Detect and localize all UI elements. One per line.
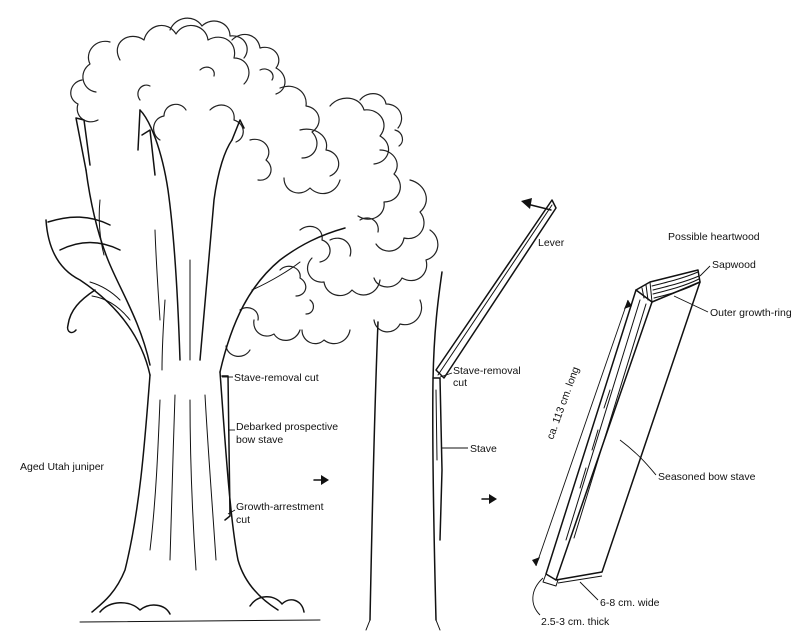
leader-growth-arrestment xyxy=(227,509,236,515)
label-growth-arrestment-cut: cut xyxy=(236,514,250,526)
width-dimension xyxy=(557,575,603,584)
leader-seasoned-bow-stave xyxy=(619,439,657,476)
trunk-with-lever xyxy=(365,198,557,631)
tree-trunk xyxy=(45,109,346,623)
leader-stave-removal xyxy=(439,372,453,378)
label-stave: Stave xyxy=(470,443,497,455)
label-stave-length: ca. 113 cm. long xyxy=(545,365,582,441)
label-possible-heartwood: Possible heartwood xyxy=(668,231,760,243)
length-dimension xyxy=(532,299,632,567)
label-seasoned-bow-stave: Seasoned bow stave xyxy=(658,471,756,483)
label-debarked-prospective: Debarked prospective xyxy=(236,421,338,433)
tree-foliage xyxy=(70,17,439,357)
step-arrow-2 xyxy=(481,494,497,504)
label-sapwood: Sapwood xyxy=(712,259,756,271)
label-growth-arrestment: Growth-arrestment xyxy=(236,501,324,513)
label-stave-width: 6-8 cm. wide xyxy=(600,597,660,609)
label-lever: Lever xyxy=(538,237,565,249)
label-stave-removal: Stave-removal xyxy=(453,365,521,377)
label-stave-removal-cut: Stave-removal cut xyxy=(234,372,319,384)
label-bow-stave: bow stave xyxy=(236,434,283,446)
label-stave-removal-cut-2: cut xyxy=(453,377,467,389)
leader-outer-growth-ring xyxy=(673,295,709,313)
seasoned-bow-stave xyxy=(542,269,701,587)
step-arrow-1 xyxy=(313,475,329,485)
label-aged-utah-juniper: Aged Utah juniper xyxy=(20,461,105,473)
label-stave-thickness: 2.5-3 cm. thick xyxy=(541,616,610,628)
juniper-tree-illustration xyxy=(45,17,439,623)
leader-stave-width xyxy=(579,581,599,601)
leader-stave-thickness xyxy=(532,577,544,616)
label-outer-growth-ring: Outer growth-ring xyxy=(710,307,792,319)
leader-sapwood xyxy=(699,265,711,277)
